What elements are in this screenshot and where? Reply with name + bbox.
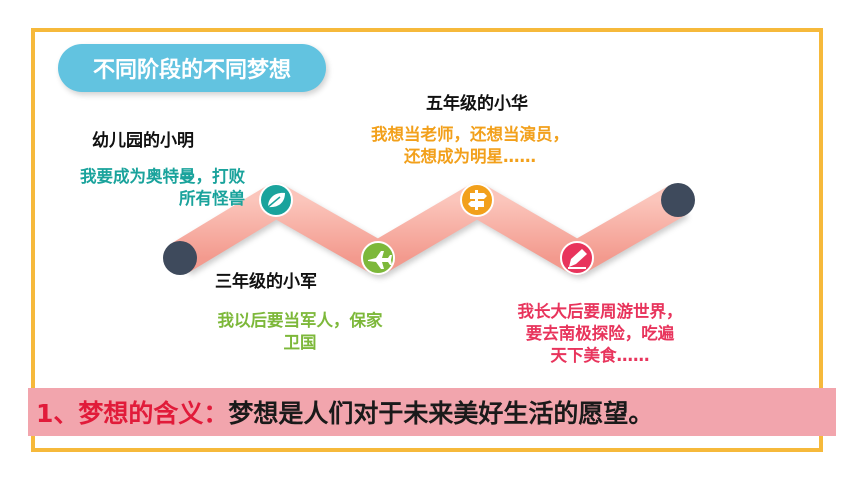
definition-text: 梦想是人们对于未来美好生活的愿望。 — [228, 399, 654, 428]
airplane-icon — [361, 241, 395, 275]
zigzag-band — [171, 183, 687, 275]
stage-grade5-desc: 我想当老师，还想当演员， 还想成为明星…… — [371, 125, 569, 166]
stage-grade5-heading: 五年级的小华 — [426, 94, 528, 114]
end-dot — [661, 183, 695, 217]
pen-icon — [560, 241, 594, 275]
signpost-icon — [460, 183, 494, 217]
title-pill: 不同阶段的不同梦想 — [58, 44, 326, 92]
leaf-icon — [259, 183, 293, 217]
title-text: 不同阶段的不同梦想 — [92, 58, 291, 83]
start-dot — [163, 241, 197, 275]
stage-grade3-desc: 我以后要当军人，保家 卫国 — [217, 311, 383, 352]
stage-kindergarten-heading: 幼儿园的小明 — [92, 131, 194, 151]
stage-grade3-heading: 三年级的小军 — [215, 272, 317, 292]
stage-kindergarten-desc: 我要成为奥特曼，打败 所有怪兽 — [80, 167, 245, 208]
slide-frame — [31, 28, 823, 452]
definition-bar: 1、梦想的含义： 梦想是人们对于未来美好生活的愿望。 — [28, 388, 836, 436]
definition-label: 1、梦想的含义： — [36, 399, 229, 428]
stage-grownup-desc: 我长大后要周游世界， 要去南极探险，吃遍 天下美食…… — [517, 302, 683, 365]
